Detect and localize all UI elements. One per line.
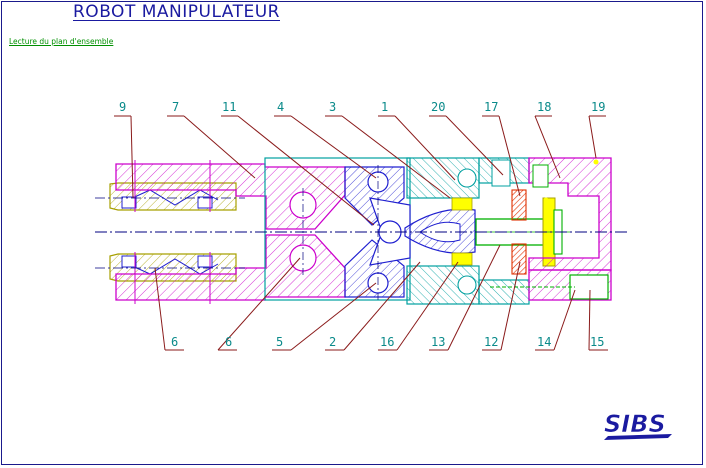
part-label: 7 — [172, 100, 179, 114]
part-label: 16 — [380, 335, 394, 349]
fitting — [569, 274, 609, 300]
part-label: 3 — [329, 100, 336, 114]
bushing-upper — [511, 189, 527, 221]
part-label: 20 — [431, 100, 445, 114]
part-label: 5 — [276, 335, 283, 349]
marker-dot — [543, 197, 549, 203]
part-label: 6 — [225, 335, 232, 349]
logo-text: SIBS — [604, 410, 666, 438]
part-label: 4 — [277, 100, 284, 114]
screw-hole — [457, 275, 477, 295]
part-label: 12 — [484, 335, 498, 349]
labels-bottom: 6 6 5 2 16 13 12 14 15 — [171, 335, 604, 349]
part-label: 2 — [329, 335, 336, 349]
seal — [451, 197, 473, 211]
page-title: ROBOT MANIPULATEUR — [73, 2, 280, 22]
marker-dot — [593, 159, 599, 165]
part-label: 15 — [590, 335, 604, 349]
link-mechanism — [344, 166, 476, 298]
cylinder-housing — [528, 157, 612, 271]
screw-hole — [457, 168, 477, 188]
leaders-top — [114, 115, 606, 226]
part-label: 14 — [537, 335, 551, 349]
part-label: 1 — [381, 100, 388, 114]
part-label: 17 — [484, 100, 498, 114]
bushing-lower — [511, 243, 527, 275]
part-label: 13 — [431, 335, 445, 349]
leaders-bottom — [154, 244, 608, 351]
labels-top: 9 7 11 4 3 1 20 17 18 19 — [119, 100, 605, 114]
part-label: 9 — [119, 100, 126, 114]
page-subtitle: Lecture du plan d'ensemble — [9, 37, 114, 46]
seal — [451, 252, 473, 266]
sibs-logo: SIBS — [604, 410, 672, 440]
part-label: 11 — [222, 100, 236, 114]
cap-screw — [532, 164, 549, 188]
part-label: 19 — [591, 100, 605, 114]
part-label: 18 — [537, 100, 551, 114]
part-label: 6 — [171, 335, 178, 349]
body-block-lower-right — [478, 279, 530, 305]
